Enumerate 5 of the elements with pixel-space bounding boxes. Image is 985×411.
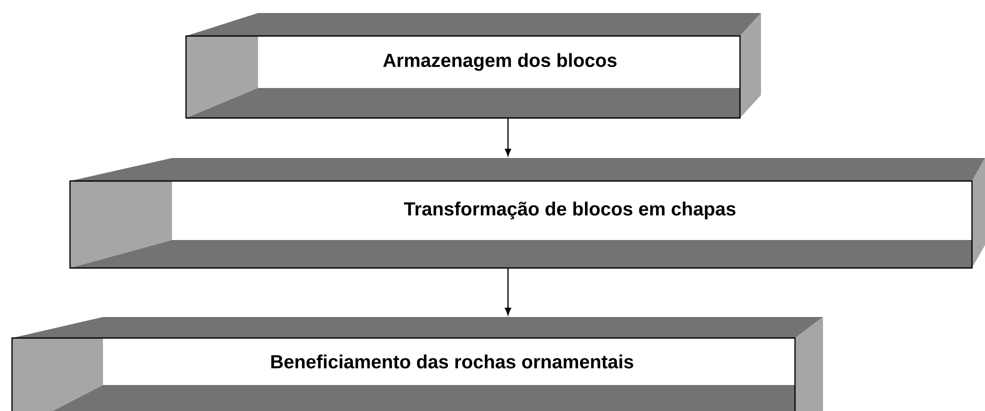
box-drawing: Beneficiamento das rochas ornamentais	[11, 317, 823, 411]
arrow	[504, 268, 512, 316]
arrow	[504, 118, 512, 156]
box-drawing: Transformação de blocos em chapas	[69, 158, 985, 269]
box-drawing: Armazenagem dos blocos	[185, 13, 761, 119]
